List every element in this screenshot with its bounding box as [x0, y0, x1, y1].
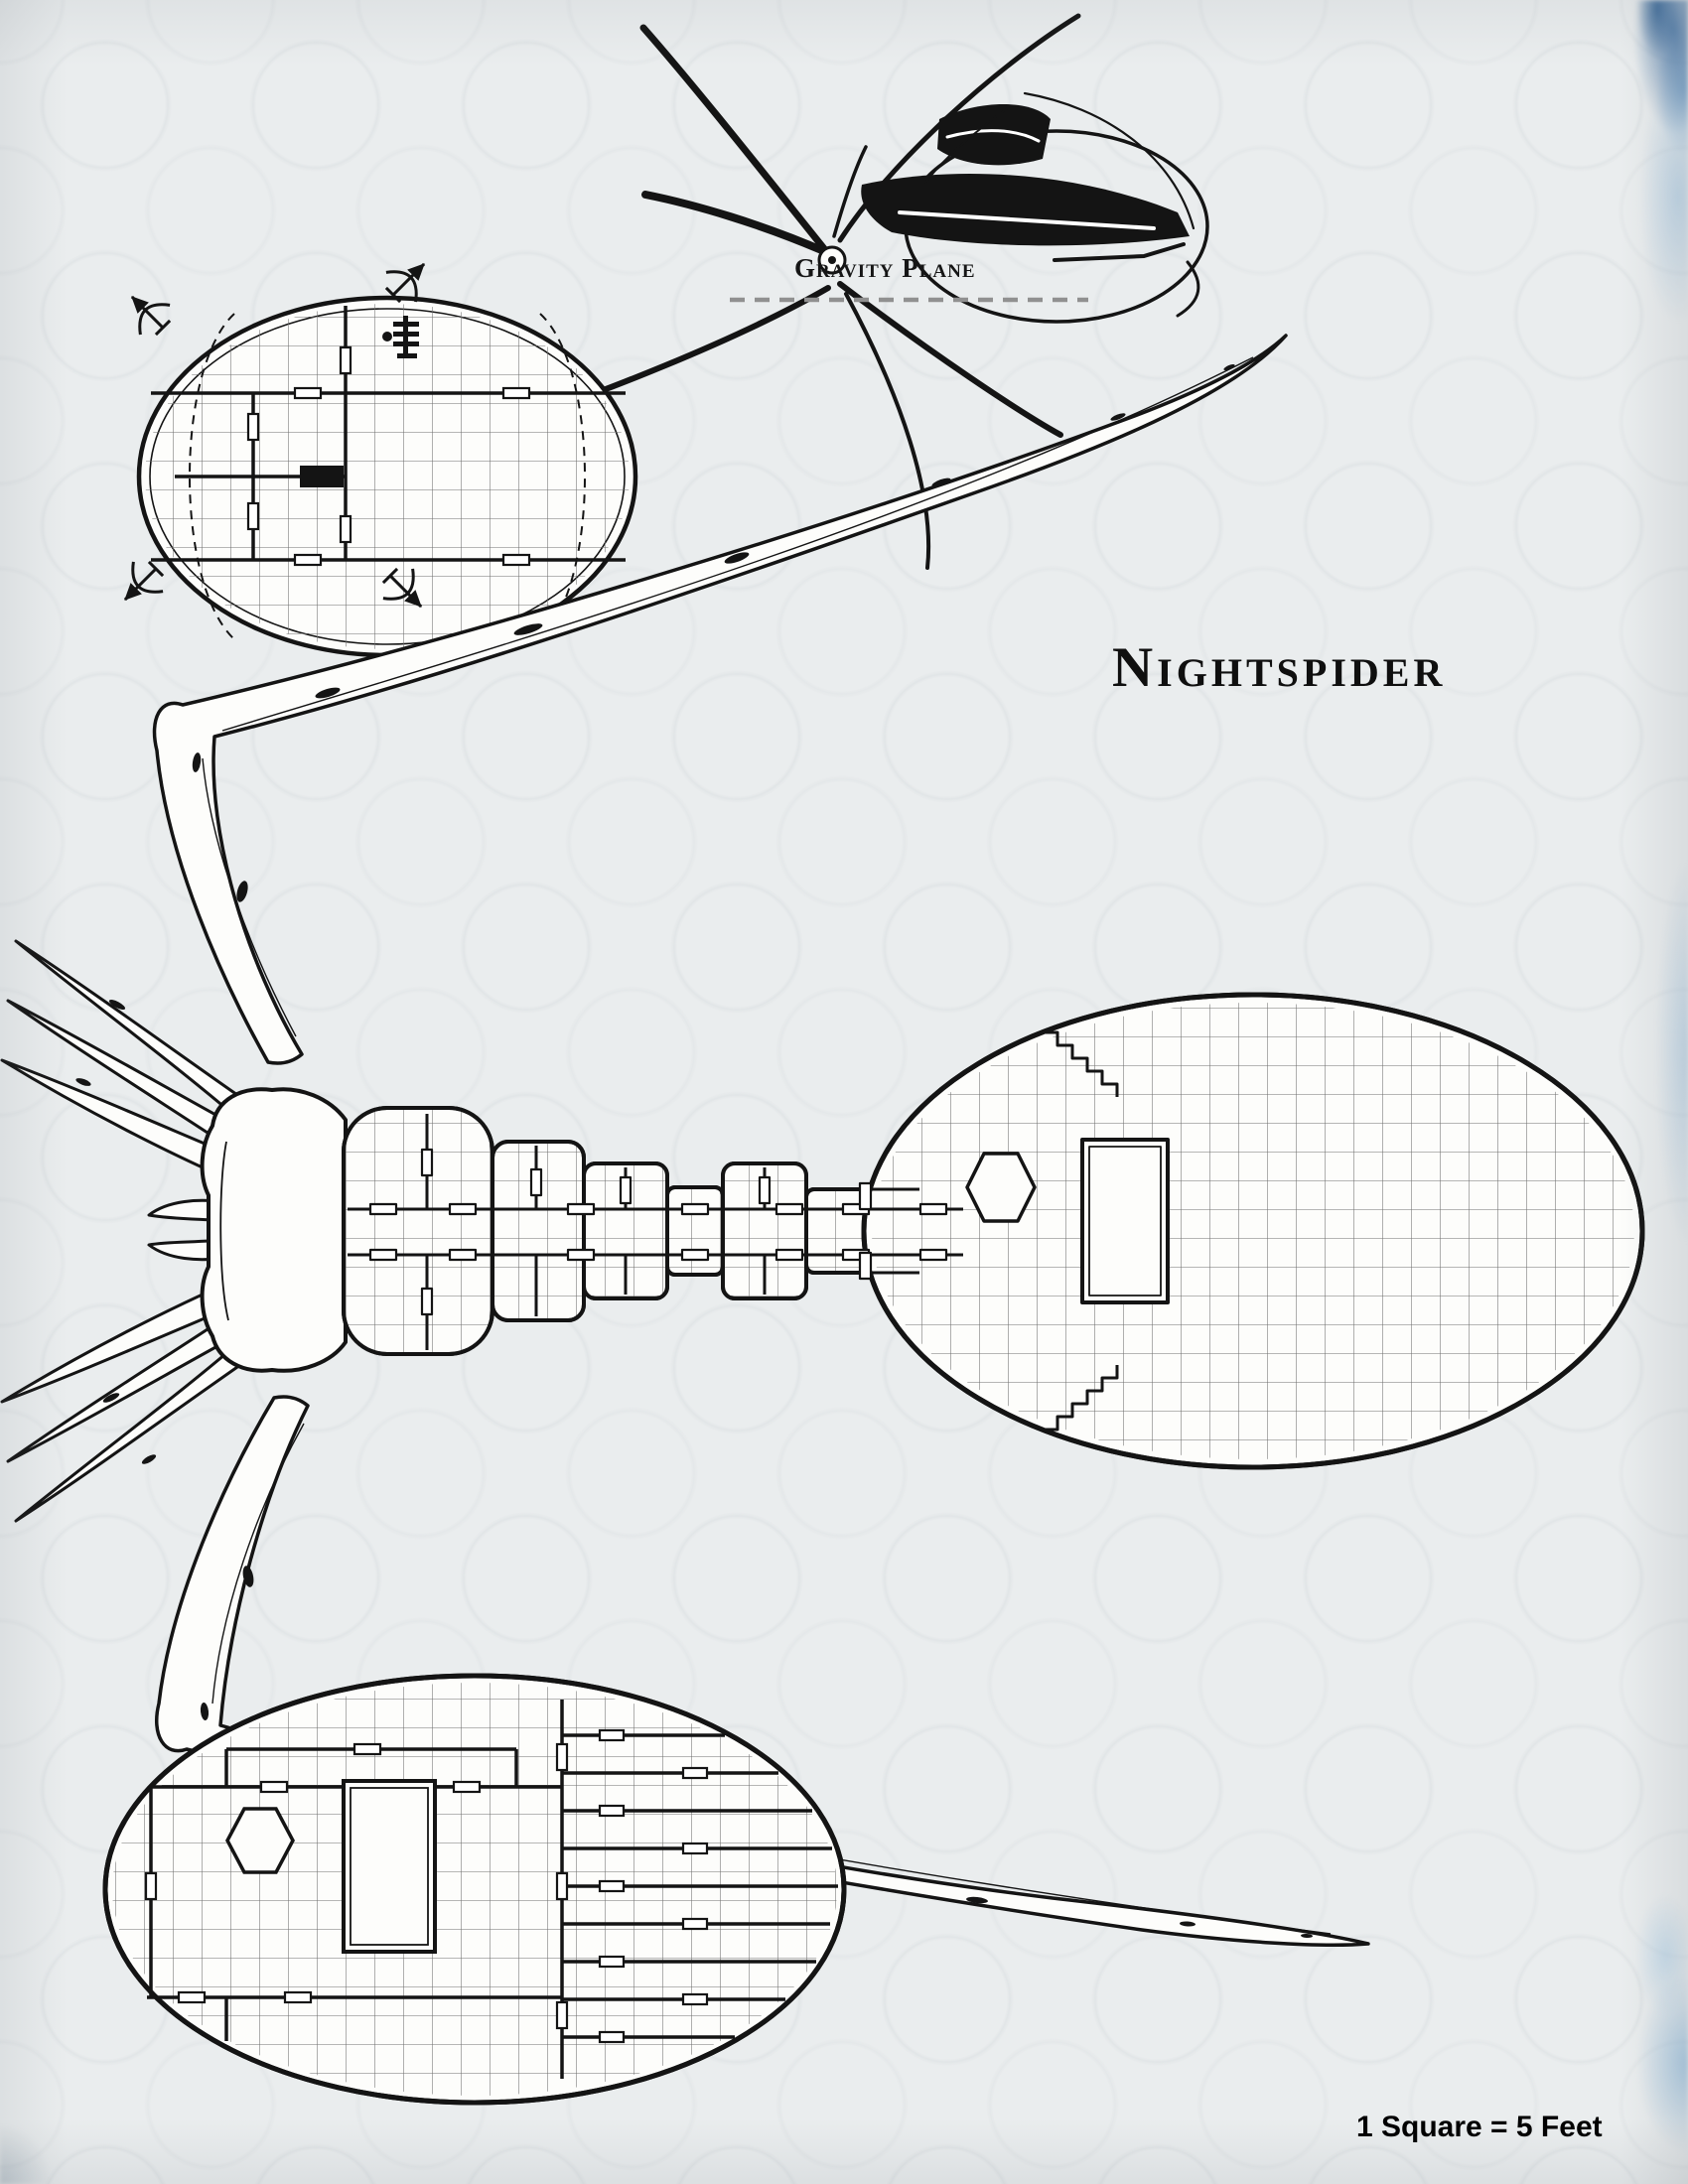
spider-leg [6, 999, 248, 1158]
bulkhead-block [300, 466, 344, 487]
map-scale-label: 1 Square = 5 Feet [1356, 2111, 1603, 2143]
spider-leg [0, 1277, 244, 1404]
lower-deck-doors [144, 1728, 709, 2044]
page-title: Nightspider [1112, 636, 1447, 699]
stair-zigzag [1043, 1365, 1119, 1432]
upper-deck-doors [246, 345, 531, 567]
spider-leg [14, 939, 252, 1128]
lower-deck-cargo-room [342, 1779, 437, 1954]
main-deck-plan [0, 334, 1645, 1947]
spider-leg [14, 1334, 252, 1523]
ballista-icon [107, 552, 173, 617]
abdomen-deck [861, 992, 1645, 1470]
main-deck-doors [368, 1148, 948, 1316]
side-profile-view [499, 13, 1209, 570]
gravity-plane-label: Gravity Plane [794, 253, 976, 283]
spider-leg [152, 334, 1288, 1065]
lower-deck-plan [102, 1673, 847, 2106]
helm-loom-icon [382, 316, 419, 358]
spider-head [200, 1087, 348, 1373]
spider-leg [0, 1058, 244, 1185]
stair-zigzag [1043, 1030, 1119, 1097]
hexagon-helm-icon [225, 1807, 295, 1874]
abdomen-cargo-room [1080, 1138, 1170, 1304]
upper-deck-plan [107, 246, 638, 658]
spider-leg [6, 1304, 248, 1463]
main-deck-walls [348, 1030, 1119, 1432]
hexagon-helm-icon [965, 1152, 1037, 1223]
thorax-deck [342, 1106, 917, 1356]
ballista-icon [114, 279, 180, 344]
